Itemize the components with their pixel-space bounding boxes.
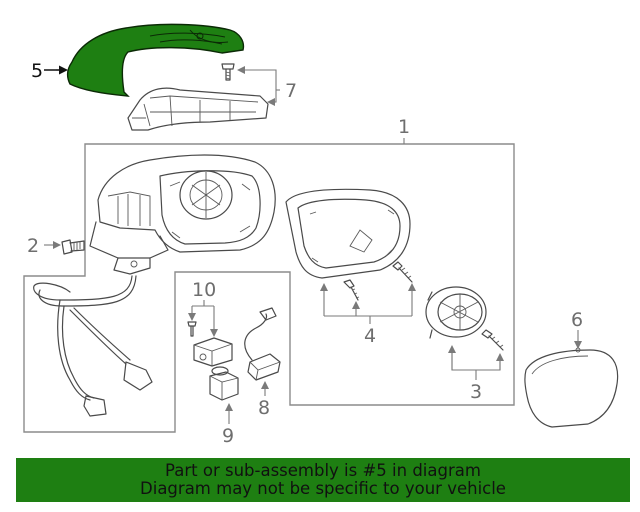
camera-part-10[interactable] bbox=[193, 337, 233, 367]
unit-part-9[interactable] bbox=[209, 366, 239, 401]
screw-part-4b[interactable] bbox=[392, 261, 413, 283]
callout-9: 9 bbox=[222, 425, 234, 447]
screw-part-7[interactable] bbox=[221, 63, 235, 81]
assembly-box-1 bbox=[23, 143, 515, 433]
banner-line-part: Part or sub-assembly is #5 in diagram bbox=[165, 461, 481, 480]
bolt-part-2[interactable] bbox=[61, 239, 85, 255]
callout-4: 4 bbox=[364, 325, 376, 347]
leader-3 bbox=[451, 348, 501, 371]
banner-line-disclaimer: Diagram may not be specific to your vehi… bbox=[140, 479, 506, 498]
callout-7: 7 bbox=[285, 80, 297, 102]
mirror-housing[interactable] bbox=[89, 154, 276, 275]
mirror-glass-part-4[interactable] bbox=[285, 188, 411, 279]
callout-3: 3 bbox=[470, 381, 482, 403]
sensor-part-8[interactable] bbox=[244, 307, 281, 381]
info-banner: Part or sub-assembly is #5 in diagram Di… bbox=[16, 458, 630, 502]
callout-10: 10 bbox=[192, 279, 216, 301]
wire-harness[interactable] bbox=[33, 275, 153, 417]
callout-1: 1 bbox=[398, 116, 410, 138]
callout-8: 8 bbox=[258, 397, 270, 419]
callout-5: 5 bbox=[31, 60, 43, 82]
actuator-part-3[interactable] bbox=[425, 286, 487, 339]
screw-part-3[interactable] bbox=[481, 329, 504, 351]
callout-2: 2 bbox=[27, 235, 39, 257]
mirror-cover-part-5[interactable] bbox=[66, 23, 245, 97]
outer-glass-part-6[interactable] bbox=[524, 347, 619, 428]
leader-7 bbox=[240, 69, 277, 103]
parts-diagram: 1 2 3 4 5 6 7 8 9 10 bbox=[23, 23, 619, 447]
screw-part-4a[interactable] bbox=[343, 279, 360, 301]
screw-part-10[interactable] bbox=[187, 321, 197, 337]
turn-signal-part-7[interactable] bbox=[127, 87, 269, 131]
callout-6: 6 bbox=[571, 309, 583, 331]
